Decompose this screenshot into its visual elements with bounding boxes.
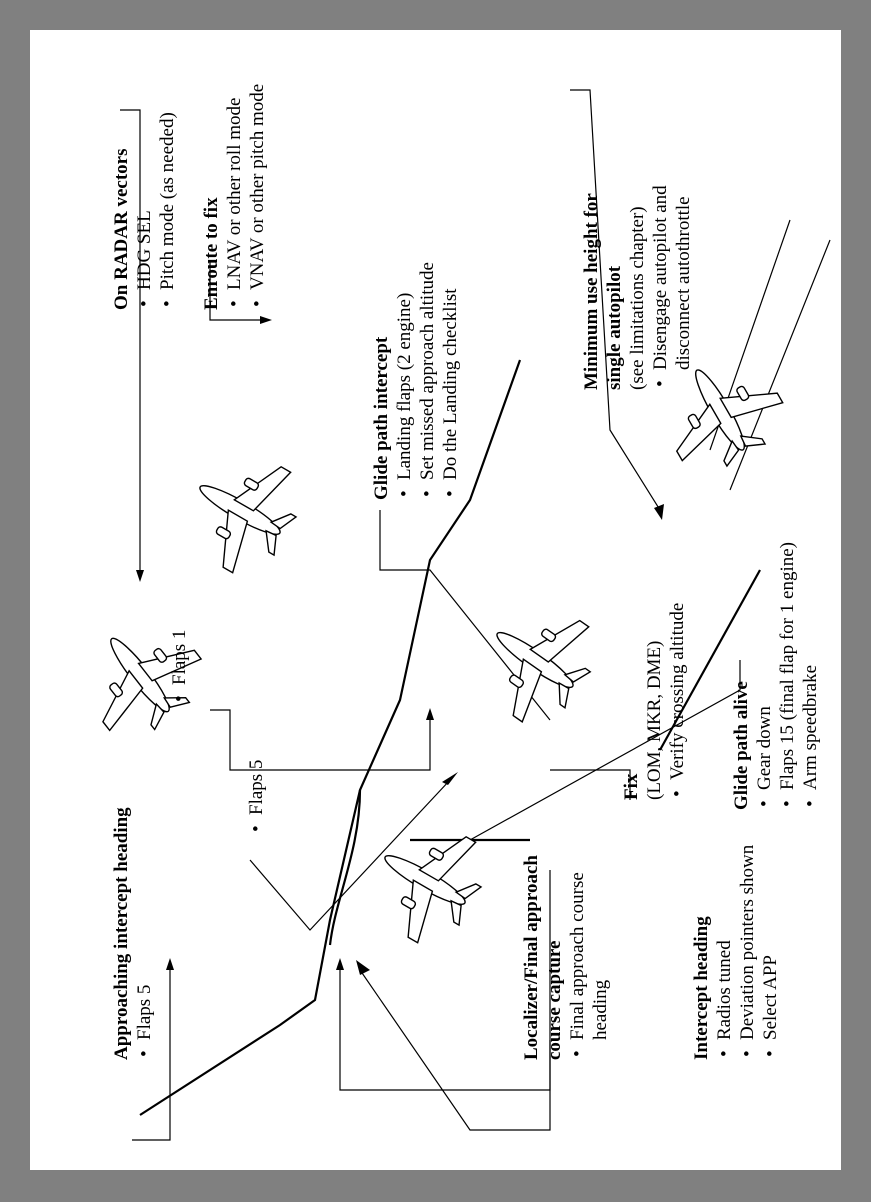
flight-path-diagram [65,89,831,1141]
leader-intercept [359,870,551,1131]
flaps5-block: Flaps 5 [245,760,268,835]
leader-radar [120,109,141,570]
minimum-title-2: single autopilot [604,265,625,390]
flight-path-upper [328,789,362,946]
glide-alive-item-2: Flaps 15 (final flap for 1 engine) [776,542,799,810]
minimum-block: Minimum use height for single autopilot … [580,185,695,390]
leader-approaching [132,970,171,1141]
intercept-item-2: Deviation pointers shown [736,845,759,1060]
enroute-title: Enroute to fix [201,197,222,310]
intercept-block: Intercept heading Radios tuned Deviation… [690,845,782,1060]
leader-minimum [570,89,661,511]
enroute-block: Enroute to fix LNAV or other roll mode V… [200,84,269,310]
diagram-page: Approaching intercept heading Flaps 5 Lo… [30,30,841,1170]
intercept-title: Intercept heading [691,916,712,1060]
leader-glide-intercept [379,510,551,721]
intercept-item-3: Select APP [759,845,782,1060]
approaching-item: Flaps 5 [133,807,156,1060]
approaching-title: Approaching intercept heading [111,807,132,1060]
flaps5-label: Flaps 5 [245,760,268,835]
flaps1-label: Flaps 1 [168,630,191,705]
glide-intercept-item-1: Landing flaps (2 engine) [393,262,416,500]
radar-block: On RADAR vectors HDG SEL Pitch mode (as … [110,112,179,310]
glide-alive-title: Glide path alive [731,681,752,810]
glide-alive-item-1: Gear down [753,542,776,810]
airplane-2 [65,602,219,753]
leader-localizer [339,970,551,1091]
fix-title: Fix [621,773,642,800]
intercept-item-1: Radios tuned [713,845,736,1060]
glide-alive-block: Glide path alive Gear down Flaps 15 (fin… [730,542,822,810]
leader-flaps5 [249,779,451,931]
radar-title: On RADAR vectors [111,148,132,310]
glide-intercept-item-2: Set missed approach altitude [416,262,439,500]
glide-intercept-item-3: Do the Landing checklist [439,262,462,500]
leader-glide-alive [469,660,741,841]
radar-item-1: HDG SEL [133,112,156,310]
minimum-item-1: Disengage autopilot and [649,185,672,390]
glide-alive-item-3: Arm speedbrake [799,542,822,810]
enroute-item-1: LNAV or other roll mode [223,84,246,310]
leader-enroute [209,260,260,321]
fix-item: Verify crossing altitude [666,603,689,800]
localizer-block: Localizer/Final approach course capture … [520,855,612,1060]
leader-flaps1 [210,709,431,771]
localizer-title-2: course capture [544,940,565,1060]
glide-intercept-title: Glide path intercept [371,336,392,500]
rotated-diagram: Approaching intercept heading Flaps 5 Lo… [30,30,841,1170]
localizer-item-1: Final approach course [566,855,589,1060]
flight-path-approach-left [139,359,522,1116]
airplane-1 [355,806,500,957]
approaching-block: Approaching intercept heading Flaps 5 [110,807,156,1060]
localizer-item-2: heading [590,979,611,1040]
fix-block: Fix (LOM, MKR, DME) Verify crossing alti… [620,603,689,800]
flaps1-block: Flaps 1 [168,630,191,705]
minimum-sub: (see limitations chapter) [627,206,648,390]
airplane-3 [170,436,315,587]
minimum-item-2: disconnect autothrottle [673,196,694,370]
leader-fix [550,769,631,800]
minimum-title-1: Minimum use height for [581,193,602,390]
radar-item-2: Pitch mode (as needed) [156,112,179,310]
fix-sub: (LOM, MKR, DME) [644,640,665,800]
airplane-4 [463,585,612,739]
enroute-item-2: VNAV or other pitch mode [246,84,269,310]
localizer-title-1: Localizer/Final approach [521,855,542,1060]
glide-intercept-block: Glide path intercept Landing flaps (2 en… [370,262,462,500]
